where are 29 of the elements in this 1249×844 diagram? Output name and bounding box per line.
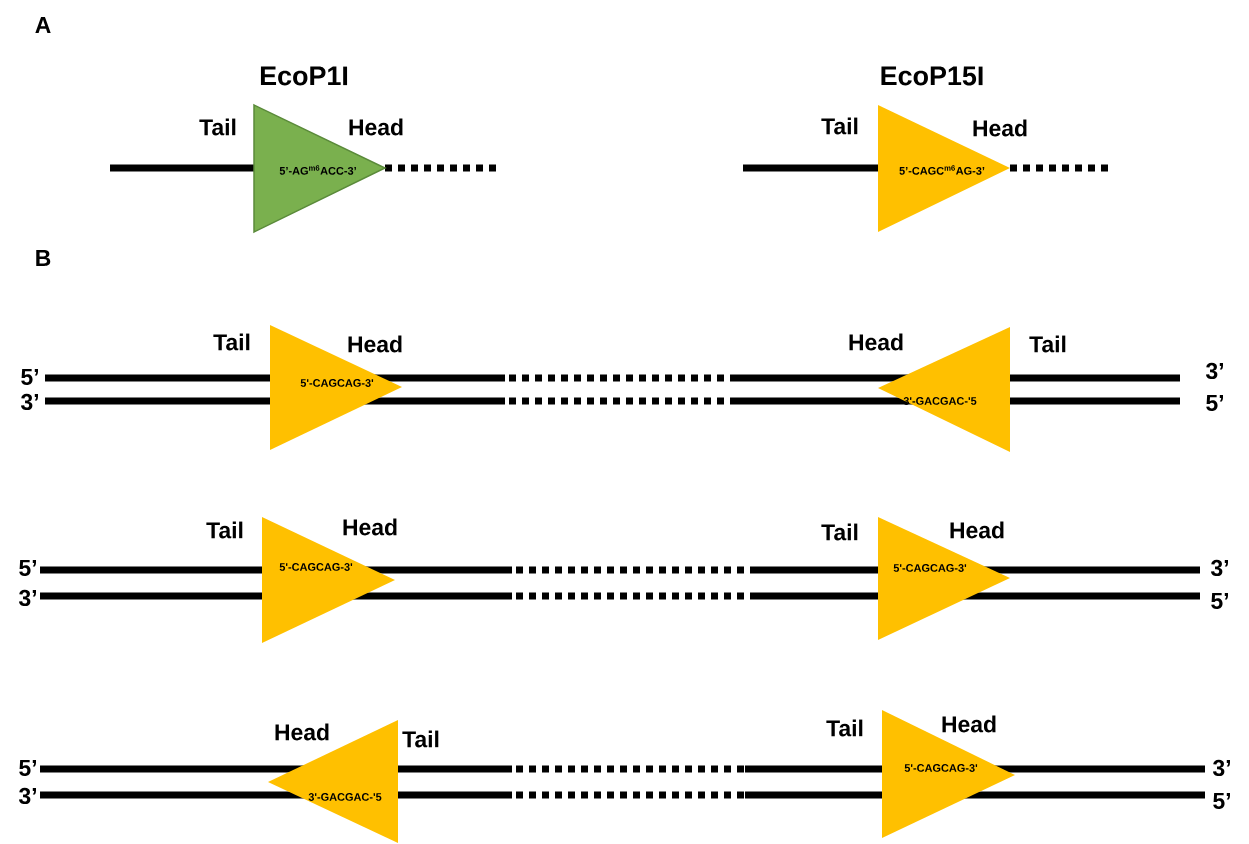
strand-end-label: 3’ xyxy=(1211,559,1228,577)
strand-end-label: 5’ xyxy=(1211,593,1228,609)
strand-end-label: 5’ xyxy=(19,560,36,576)
strand-end-label: 3’ xyxy=(19,787,36,805)
orientation-label: Tail xyxy=(199,118,236,136)
orientation-label: Tail xyxy=(821,523,858,541)
panel-label: B xyxy=(36,250,51,266)
orientation-label: Tail xyxy=(206,521,243,539)
strand-end-label: 5’ xyxy=(21,369,38,385)
strand-end-label: 3’ xyxy=(1213,759,1230,777)
orientation-label: Tail xyxy=(821,117,858,135)
strand-end-label: 5’ xyxy=(1213,793,1230,809)
orientation-label: Head xyxy=(942,715,996,733)
orientation-label: Tail xyxy=(213,333,250,351)
orientation-label: Head xyxy=(275,723,329,741)
strand-end-label: 3’ xyxy=(1206,362,1223,380)
orientation-label: Tail xyxy=(1029,335,1066,353)
orientation-label: Tail xyxy=(826,719,863,737)
strand-end-label: 3’ xyxy=(19,589,36,607)
strand-end-label: 5’ xyxy=(1206,395,1223,411)
orientation-label: Head xyxy=(343,518,397,536)
enzyme-title: EcoP15I xyxy=(881,66,983,86)
panel-label: A xyxy=(35,17,51,33)
enzyme-title: EcoP1I xyxy=(260,66,348,86)
strand-end-label: 5’ xyxy=(19,760,36,776)
orientation-label: Head xyxy=(348,335,402,353)
strand-end-label: 3’ xyxy=(21,393,38,411)
orientation-label: Head xyxy=(950,521,1004,539)
orientation-label: Tail xyxy=(402,730,439,748)
